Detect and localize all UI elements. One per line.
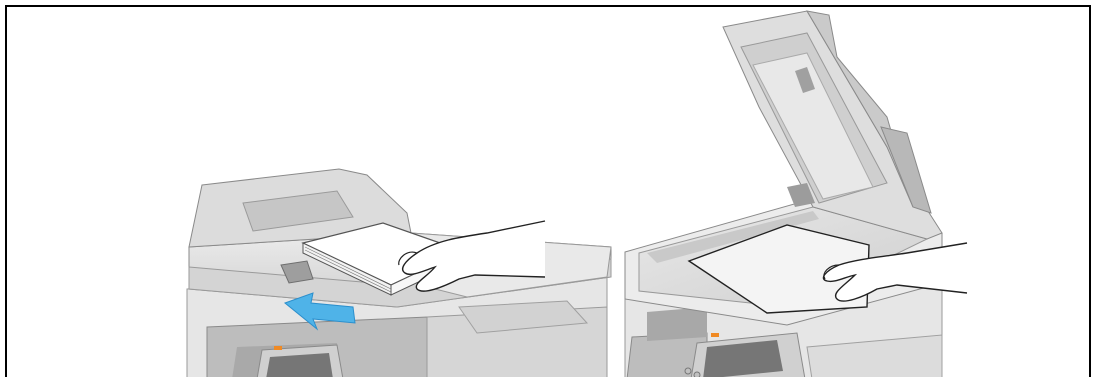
status-light <box>274 346 282 350</box>
status-light <box>711 333 719 337</box>
illustration-canvas <box>7 7 1091 377</box>
adf-panel <box>187 169 611 377</box>
control-panel-left <box>257 345 343 377</box>
illustration-frame <box>5 5 1091 377</box>
open-lid <box>723 11 942 239</box>
glass-panel <box>625 11 967 377</box>
